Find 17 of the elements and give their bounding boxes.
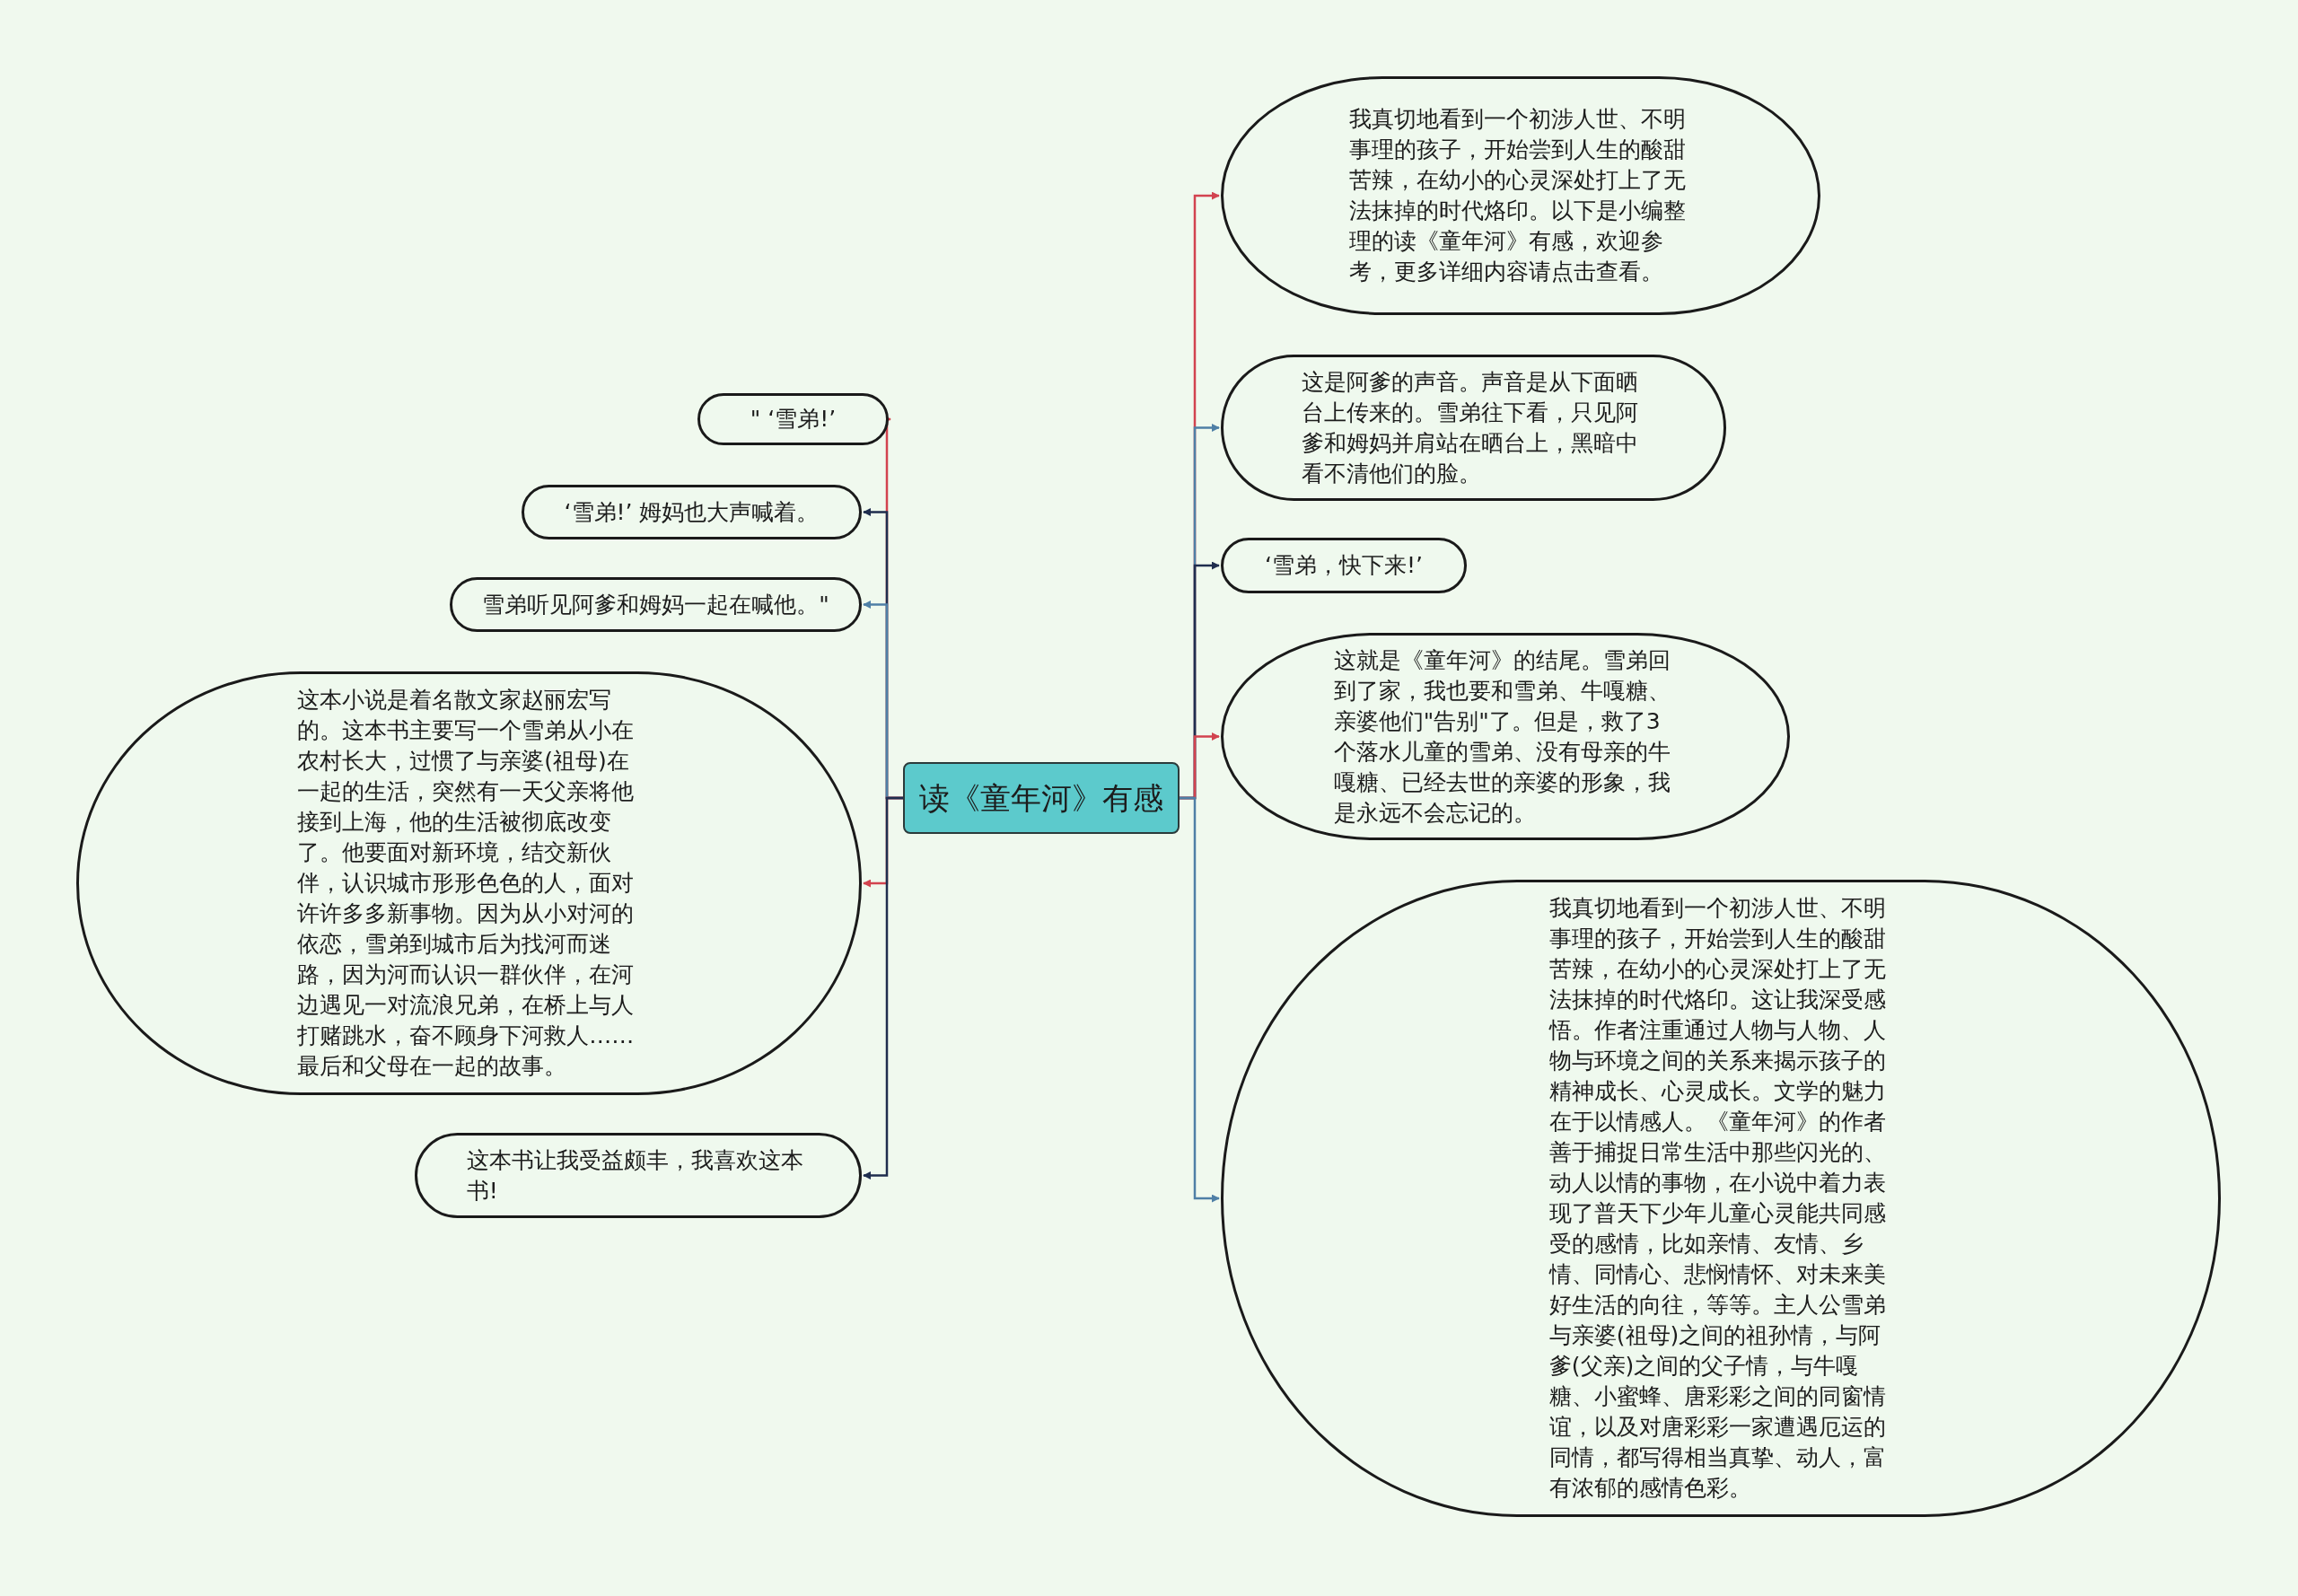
node-text: 这本书让我受益颇丰，我喜欢这本书! <box>466 1145 804 1206</box>
node-text: 雪弟听见阿爹和姆妈一起在喊他。" <box>482 590 829 619</box>
topic-box <box>903 762 1180 834</box>
rounded-node <box>697 393 889 445</box>
rounded-node <box>450 577 862 632</box>
node-text: 这是阿爹的声音。声音是从下面晒台上传来的。雪弟往下看，只见阿爹和姆妈并肩站在晒台上，黑暗中看不清他们的脸。 <box>1302 367 1640 488</box>
rounded-node <box>522 485 862 539</box>
node-text: 我真切地看到一个初涉人世、不明事理的孩子，开始尝到人生的酸甜苦辣，在幼小的心灵深处打上了无法抹掉的时代烙印。以下是小编整理的读《童年河》有感，欢迎参考，更多详细内容请点击查看。 <box>1348 105 1687 286</box>
node-text: 这就是《童年河》的结尾。雪弟回到了家，我也要和雪弟、牛嘎糖、亲婆他们"告别"了。但是，救了3个落水儿童的雪弟、没有母亲的牛嘎糖、已经去世的亲婆的形象，我是永远不会忘记的。 <box>1333 645 1671 828</box>
node-text: 这本小说是着名散文家赵丽宏写的。这本书主要写一个雪弟从小在农村长大，过惯了与亲婆(祖母)在一起的生活，突然有一天父亲将他接到上海，他的生活被彻底改变了。他要面对新环境，结交新伙伴，认识城市形形色色的人，面对许许多多新事物。因为从小对河的依恋，雪弟到城市后为找河而迷路，因为河而认识一群伙伴，在河边遇见一对流浪兄弟，在桥上与人打赌跳水，奋不顾身下河救人……最后和父母在一起的故事。 <box>297 686 636 1081</box>
node-text: 我真切地看到一个初涉人世、不明事理的孩子，开始尝到人生的酸甜苦辣，在幼小的心灵深处打上了无法抹掉的时代烙印。这让我深受感悟。作者注重通过人物与人物、人物与环境之间的关系来揭示孩子的精神成长、心灵成长。文学的魅力在于以情感人。《童年河》的作者善于捕捉日常生活中那些闪光的、动人以情的事物，在小说中着力表现了普天下少年儿童心灵能共同感受的感情，比如亲情、友情、乡情、同情心、悲悯情怀、对未来美好生活的向往，等等。主人公雪弟与亲婆(祖母)之间的祖孙情，与阿爹(父亲)之间的父子情，与牛嘎糖、小蜜蜂、唐彩彩之间的同窗情谊，以及对唐彩彩一家遭遇厄运的同情，都写得相当真挚、动人，富有浓郁的感情色彩。 <box>1548 894 1887 1503</box>
connector-arrow <box>863 796 903 1179</box>
connector-arrow <box>1180 796 1220 1203</box>
topic-title: 读《童年河》有感 <box>919 779 1163 818</box>
node-text: ‘雪弟，快下来!’ <box>1265 551 1423 580</box>
node-text: ‘雪弟!’ 姆妈也大声喊着。 <box>564 497 820 527</box>
node-text: " ‘雪弟!’ <box>750 405 837 434</box>
